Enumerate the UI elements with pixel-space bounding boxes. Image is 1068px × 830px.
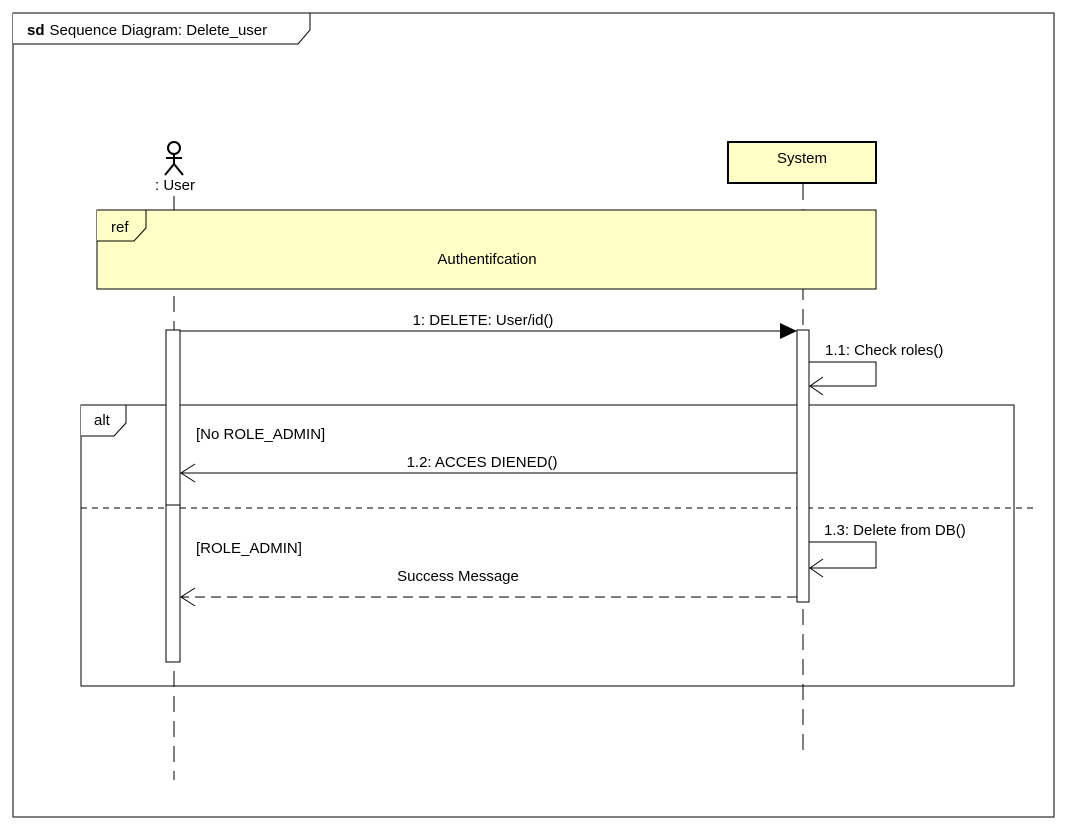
message-check-roles-arrow [809, 361, 877, 387]
message-check-roles-label: 1.1: Check roles() [825, 342, 943, 359]
open-arrowhead-icon [180, 463, 196, 483]
user-activation-bar [165, 329, 181, 663]
frame-title: sd Sequence Diagram: Delete_user [27, 22, 267, 39]
actor-stick-figure-icon [164, 141, 184, 176]
system-activation-bar [796, 329, 810, 603]
alt-fragment [80, 404, 1015, 687]
open-arrowhead-icon [180, 587, 196, 607]
frame-title-text: Sequence Diagram: Delete_user [50, 22, 268, 39]
alt-fragment-tag: alt [94, 412, 111, 429]
ref-fragment [96, 209, 877, 290]
message-access-denied-label: 1.2: ACCES DIENED() [407, 454, 558, 471]
open-arrowhead-icon [809, 376, 824, 396]
diagram-frame [12, 12, 1055, 818]
message-delete-label: 1: DELETE: User/id() [413, 312, 554, 329]
message-delete-db-label: 1.3: Delete from DB() [824, 522, 966, 539]
alt-guard-no-admin: [No ROLE_ADMIN] [196, 426, 325, 443]
message-delete-db-arrow [809, 541, 877, 569]
frame-keyword: sd [27, 22, 45, 39]
ref-fragment-tab [97, 209, 147, 242]
user-lifeline-label: : User [155, 177, 195, 194]
ref-fragment-label: Authentifcation [437, 251, 536, 268]
ref-fragment-tag: ref [111, 219, 129, 236]
message-success-label: Success Message [397, 568, 519, 585]
frame-title-tab [13, 12, 311, 45]
alt-guard-admin: [ROLE_ADMIN] [196, 540, 302, 557]
system-lifeline-label: System [777, 150, 827, 167]
alt-fragment-tab [81, 404, 127, 437]
filled-arrowhead-icon [780, 323, 797, 339]
system-lifeline-head [727, 141, 877, 184]
open-arrowhead-icon [809, 558, 824, 578]
